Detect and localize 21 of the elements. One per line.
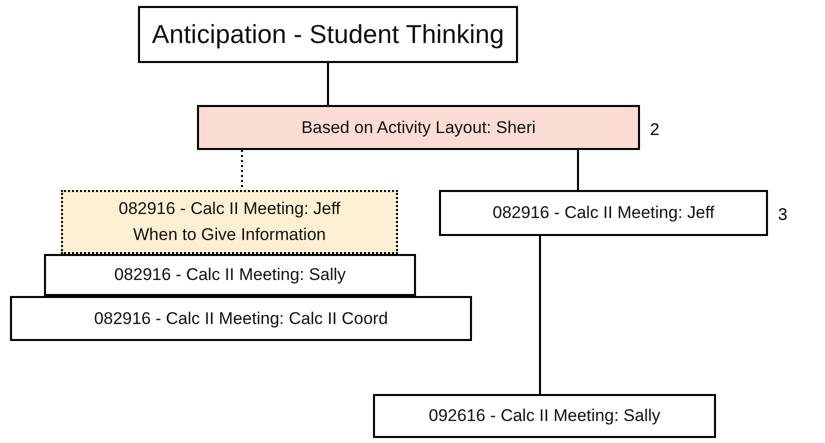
box-text: 092616 - Calc II Meeting: Sally xyxy=(428,405,660,428)
connector-line xyxy=(241,150,243,190)
topic-box xyxy=(10,296,472,341)
box-text: 082916 - Calc II Meeting: Sally xyxy=(114,264,346,286)
box-text: 082916 - Calc II Meeting: Jeff xyxy=(492,202,714,224)
topic-box xyxy=(439,190,768,236)
topic-box xyxy=(197,105,640,150)
topic-box xyxy=(373,394,716,438)
topic-box xyxy=(138,6,518,63)
box-text: 082916 - Calc II Meeting: Calc II Coord xyxy=(94,308,388,330)
topic-box xyxy=(61,190,398,254)
box-text: Based on Activity Layout: Sheri xyxy=(301,116,536,139)
box-text: Anticipation - Student Thinking xyxy=(152,18,504,51)
box-text: When to Give Information xyxy=(133,224,326,246)
connector-line xyxy=(327,63,329,105)
connector-line xyxy=(577,150,579,190)
box-text: 082916 - Calc II Meeting: Jeff xyxy=(118,198,340,220)
topic-box xyxy=(44,254,416,296)
number-label: 2 xyxy=(650,118,660,140)
connector-line xyxy=(539,236,541,394)
number-label: 3 xyxy=(778,204,788,226)
